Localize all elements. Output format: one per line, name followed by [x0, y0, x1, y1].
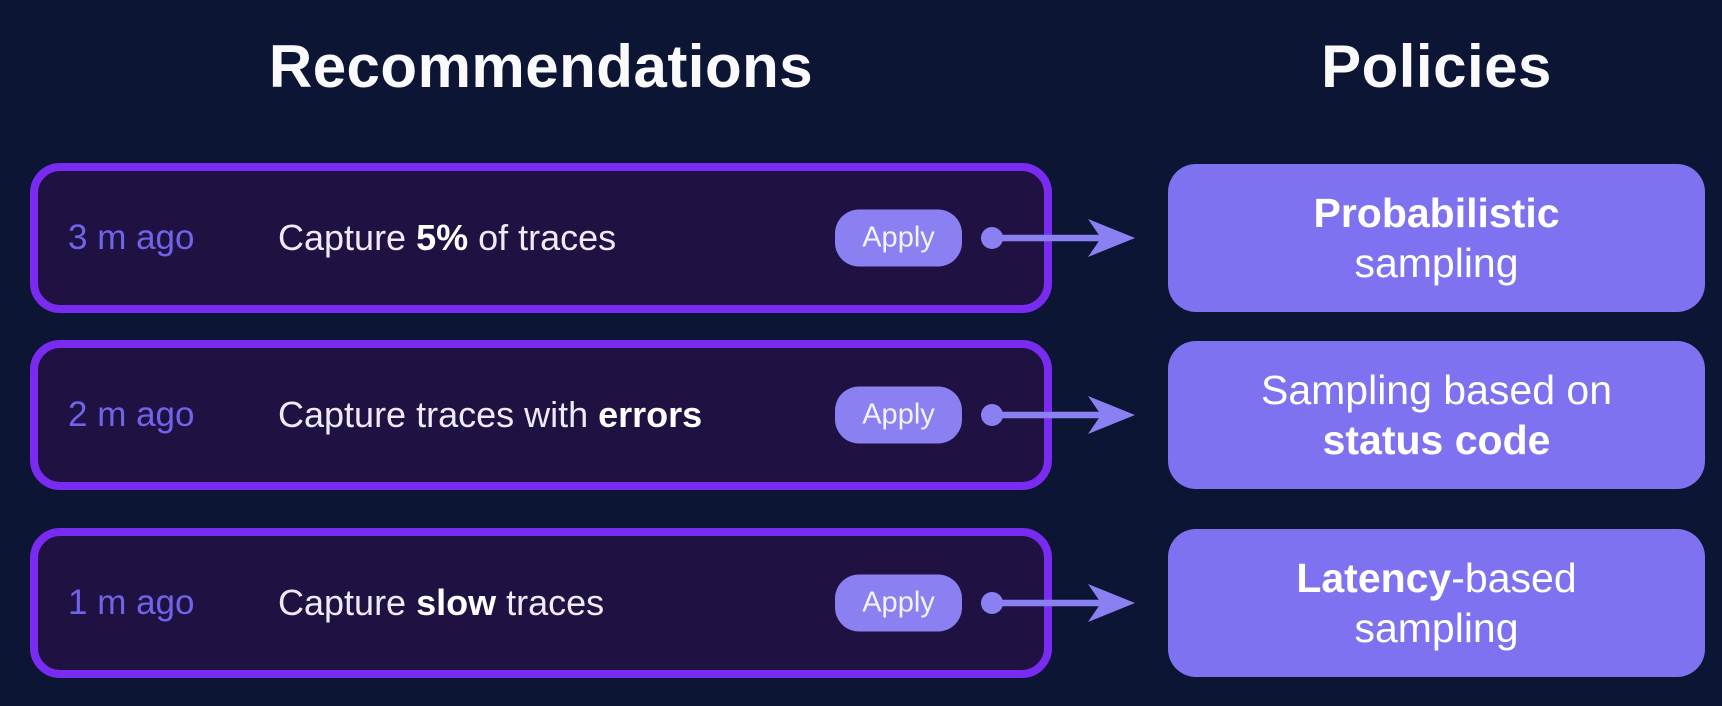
recommendation-row: 2 m ago Capture traces with errors Apply…: [0, 340, 1722, 490]
apply-button[interactable]: Apply: [835, 574, 962, 632]
apply-button[interactable]: Apply: [835, 386, 962, 444]
description-text: traces: [496, 582, 605, 623]
description-text: Capture traces with: [278, 394, 599, 435]
policy-line: sampling: [1354, 603, 1518, 653]
recommendation-card: 2 m ago Capture traces with errors Apply: [30, 340, 1052, 490]
description-text: of traces: [468, 217, 617, 258]
description-bold-text: slow: [416, 582, 497, 623]
dot-line-right-arrow-icon: [981, 584, 1135, 622]
policy-text: Sampling based on: [1260, 366, 1613, 413]
policy-line: sampling: [1354, 238, 1518, 288]
policy-bold-text: status code: [1322, 417, 1551, 463]
policy-bold-text: Probabilistic: [1313, 189, 1560, 236]
recommendation-description: Capture slow traces: [278, 582, 604, 624]
policy-line: Sampling based on: [1261, 365, 1612, 415]
dot-line-right-arrow-icon: [981, 396, 1135, 434]
recommendation-card: 1 m ago Capture slow traces Apply: [30, 528, 1052, 678]
policy-text: -based: [1451, 554, 1577, 601]
recommendation-description: Capture traces with errors: [278, 394, 702, 436]
description-bold-text: 5%: [416, 217, 469, 258]
arrowhead-icon: [1088, 396, 1135, 434]
recommendation-time: 3 m ago: [68, 218, 195, 257]
recommendations-title: Recommendations: [268, 33, 814, 100]
recommendation-row: 3 m ago Capture 5% of traces Apply Proba…: [0, 163, 1722, 313]
recommendation-row: 1 m ago Capture slow traces Apply Latenc…: [0, 528, 1722, 678]
policy-line: Latency-based: [1296, 553, 1576, 603]
recommendation-time: 1 m ago: [68, 583, 195, 622]
description-text: Capture: [278, 582, 417, 623]
description-bold-text: errors: [598, 394, 703, 435]
policy-text: sampling: [1354, 240, 1519, 286]
policy-bold-text: Latency: [1296, 554, 1452, 601]
arrowhead-icon: [1088, 219, 1135, 257]
recommendation-card: 3 m ago Capture 5% of traces Apply: [30, 163, 1052, 313]
recommendation-description: Capture 5% of traces: [278, 217, 616, 259]
arrowhead-icon: [1088, 584, 1135, 622]
dot-line-right-arrow-icon: [981, 219, 1135, 257]
policy-line: Probabilistic: [1313, 188, 1559, 238]
apply-button[interactable]: Apply: [835, 209, 962, 267]
policy-text: sampling: [1354, 605, 1519, 651]
policy-line: status code: [1323, 415, 1551, 465]
recommendation-time: 2 m ago: [68, 395, 195, 434]
policies-title: Policies: [1321, 33, 1552, 100]
description-text: Capture: [278, 217, 417, 258]
